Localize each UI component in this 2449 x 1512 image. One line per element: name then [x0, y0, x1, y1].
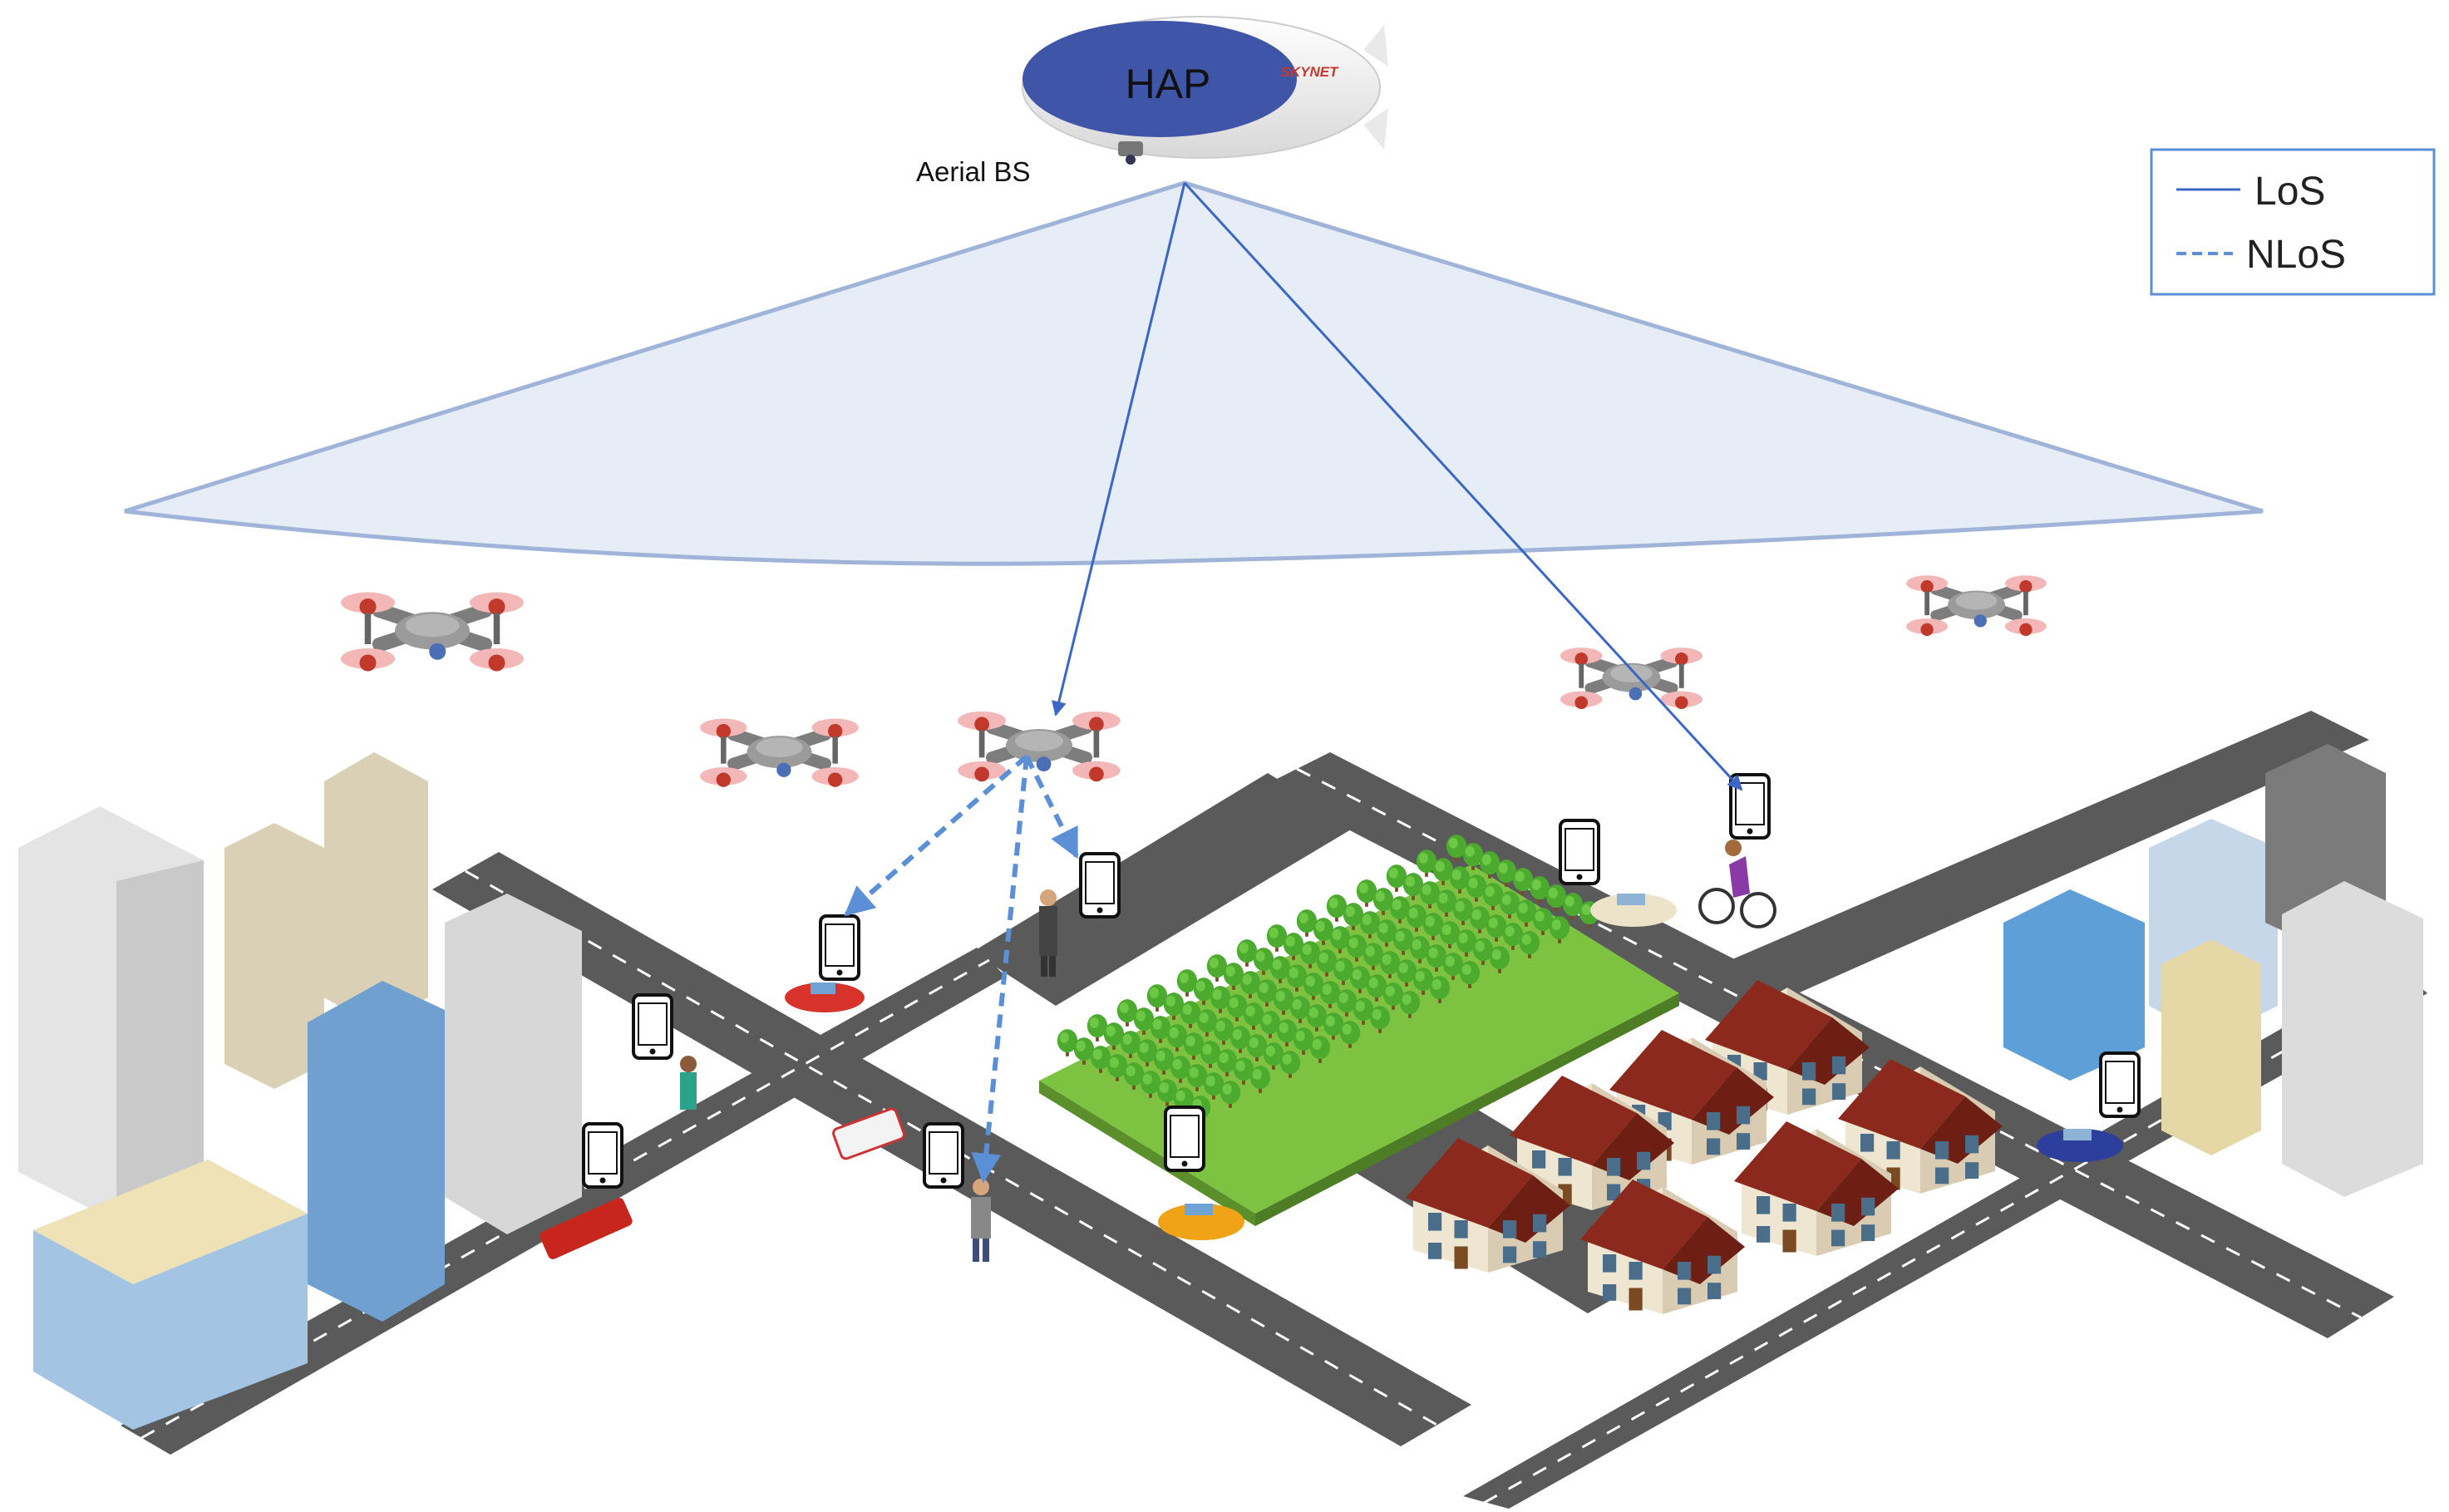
phone-icon: [582, 1122, 623, 1189]
man-suit: [1039, 889, 1057, 977]
nlos-links: [844, 754, 1079, 1184]
drone-3: [1560, 648, 1703, 710]
drone-2: [700, 718, 859, 787]
drone-4: [1906, 575, 2047, 637]
blue-car: [2037, 1129, 2123, 1162]
coverage-cone: [124, 180, 2264, 566]
ambulance: [832, 1107, 905, 1160]
aerial-bs-label: Aerial BS: [916, 156, 1031, 187]
legend-nlos-label: NLoS: [2246, 233, 2346, 277]
beige-car: [1590, 894, 1677, 927]
phone-icon: [819, 914, 860, 981]
los-links: [1052, 181, 1743, 791]
phone-icon: [2099, 1052, 2141, 1118]
phone-icon: [923, 1122, 964, 1189]
legend: LoS NLoS: [2150, 148, 2436, 296]
drones: [341, 575, 2047, 787]
phone-icon: [632, 993, 673, 1060]
vehicles: [540, 840, 2123, 1259]
red-car: [785, 983, 865, 1012]
phone-icon: [1559, 819, 1600, 885]
legend-los-label: LoS: [2254, 170, 2325, 214]
drone-serving: [958, 711, 1121, 782]
phone-icon: [1079, 852, 1121, 919]
hap-label: HAP: [1126, 61, 1211, 107]
legend-box: [2150, 148, 2436, 296]
phone-icon: [1164, 1106, 1205, 1172]
hap-blimp: HAP SKYNET: [1022, 16, 1388, 165]
drone-1: [341, 592, 524, 672]
woman-green: [680, 1056, 697, 1110]
buildings-right: [2003, 744, 2423, 1197]
red-bus: [540, 1198, 633, 1259]
buildings-left: [18, 752, 582, 1430]
cyclist: [1698, 840, 1776, 928]
pedestrians: [680, 889, 1057, 1262]
hap-brand-logo: SKYNET: [1281, 64, 1340, 80]
orange-car: [1158, 1204, 1244, 1240]
walking-man: [971, 1179, 991, 1262]
